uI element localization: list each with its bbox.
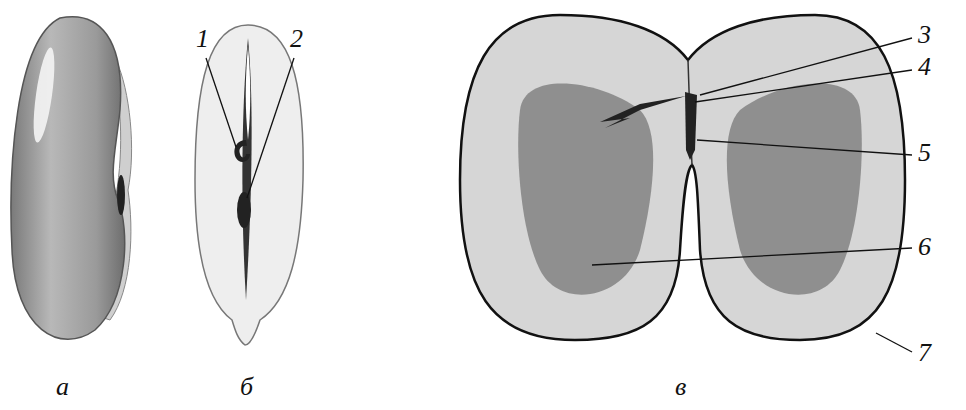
callout-number: 1 xyxy=(196,24,209,54)
callout-number: 4 xyxy=(918,52,931,82)
callout-number: 3 xyxy=(918,20,931,50)
whole-seed xyxy=(11,17,132,340)
figure-letter: а xyxy=(56,372,69,402)
callout-number: 6 xyxy=(918,232,931,262)
figure-letter: в xyxy=(675,372,686,402)
figure-letter: б xyxy=(240,372,253,402)
callout-number: 7 xyxy=(918,338,931,368)
callout-number: 2 xyxy=(290,24,303,54)
open-cotyledons xyxy=(460,15,905,340)
leader-lines xyxy=(206,38,912,352)
opened-seed xyxy=(195,25,303,345)
callout-number: 5 xyxy=(918,138,931,168)
